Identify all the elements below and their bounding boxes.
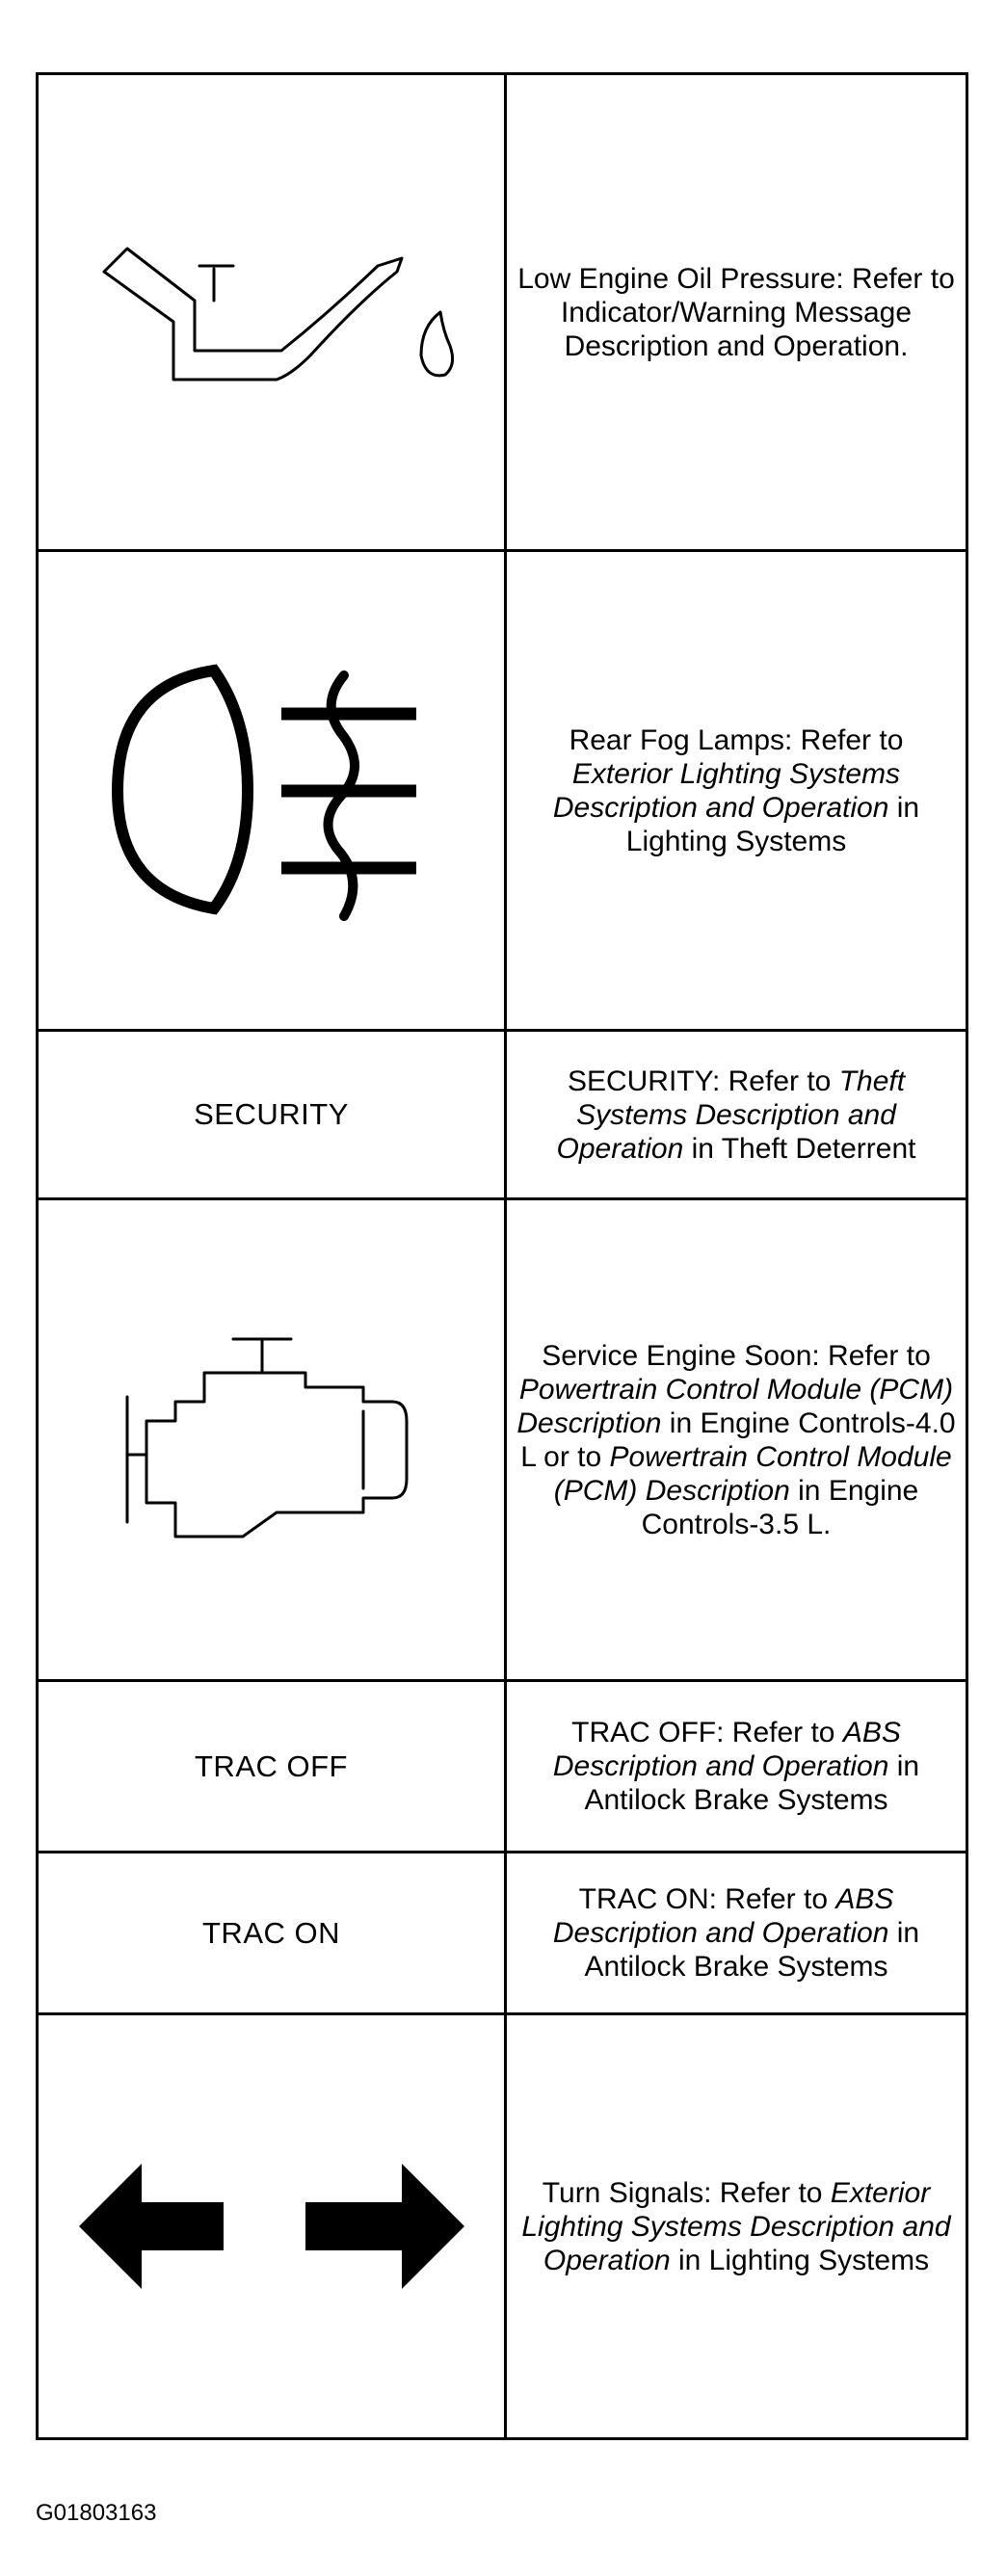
- oil-can-icon: [102, 247, 454, 381]
- table-row: TRAC OFF TRAC OFF: Refer to ABS Descript…: [39, 1682, 966, 1853]
- symbol-cell: TRAC ON: [39, 1853, 507, 2012]
- description-text: Rear Fog Lamps: Refer to Exterior Lighti…: [516, 723, 956, 858]
- left-arrow-icon: [78, 2164, 224, 2289]
- description-text: TRAC OFF: Refer to ABS Description and O…: [516, 1716, 956, 1817]
- description-fragment: in Theft Deterrent: [683, 1132, 916, 1165]
- indicator-table: Low Engine Oil Pressure: Refer to Indica…: [36, 72, 968, 2440]
- description-cell: SECURITY: Refer to Theft Systems Descrip…: [507, 1032, 966, 1197]
- description-cell: Service Engine Soon: Refer to Powertrain…: [507, 1200, 966, 1679]
- description-text: Low Engine Oil Pressure: Refer to Indica…: [516, 262, 956, 363]
- description-text: TRAC ON: Refer to ABS Description and Op…: [516, 1882, 956, 1984]
- reference-title: Powertrain Control Module (PCM) Descript…: [516, 1373, 954, 1439]
- rear-fog-lamp-icon: [111, 664, 416, 921]
- description-fragment: SECURITY: Refer to: [567, 1065, 839, 1097]
- description-fragment: Low Engine Oil Pressure: Refer to Indica…: [517, 262, 955, 362]
- trac-on-label: TRAC ON: [202, 1915, 340, 1950]
- reference-title: ABS Description and Operation: [552, 1717, 901, 1782]
- symbol-cell: [39, 1200, 507, 1679]
- description-cell: Low Engine Oil Pressure: Refer to Indica…: [507, 75, 966, 549]
- description-fragment: in Engine Controls-4.0 L or to: [520, 1406, 956, 1473]
- table-row: Service Engine Soon: Refer to Powertrain…: [39, 1200, 966, 1682]
- reference-title: Exterior Lighting Systems Description an…: [552, 757, 901, 824]
- figure-code: G01803163: [36, 2500, 157, 2526]
- description-text: Service Engine Soon: Refer to Powertrain…: [516, 1339, 956, 1541]
- description-cell: TRAC ON: Refer to ABS Description and Op…: [507, 1853, 966, 2012]
- table-row: Turn Signals: Refer to Exterior Lighting…: [39, 2015, 966, 2437]
- description-fragment: in Lighting Systems: [670, 2244, 930, 2276]
- description-fragment: in Antilock Brake Systems: [584, 1750, 920, 1816]
- symbol-cell: [39, 552, 507, 1029]
- reference-title: ABS Description and Operation: [552, 1883, 894, 1949]
- trac-off-label: TRAC OFF: [195, 1748, 348, 1783]
- table-row: Low Engine Oil Pressure: Refer to Indica…: [39, 75, 966, 552]
- symbol-cell: [39, 2015, 507, 2437]
- description-fragment: Turn Signals: Refer to: [542, 2176, 831, 2209]
- reference-title: Theft Systems Description and Operation: [556, 1065, 906, 1165]
- turn-signal-arrows-icon: [78, 2164, 464, 2289]
- description-text: Turn Signals: Refer to Exterior Lighting…: [516, 2176, 956, 2277]
- description-cell: Turn Signals: Refer to Exterior Lighting…: [507, 2015, 966, 2437]
- description-fragment: TRAC ON: Refer to: [578, 1883, 836, 1915]
- description-fragment: Service Engine Soon: Refer to: [542, 1339, 931, 1372]
- description-text: SECURITY: Refer to Theft Systems Descrip…: [516, 1065, 956, 1166]
- engine-icon: [125, 1337, 408, 1538]
- reference-title: Powertrain Control Module (PCM) Descript…: [553, 1440, 952, 1507]
- description-fragment: TRAC OFF: Refer to: [571, 1717, 843, 1748]
- security-label: SECURITY: [194, 1097, 349, 1131]
- description-cell: Rear Fog Lamps: Refer to Exterior Lighti…: [507, 552, 966, 1029]
- right-arrow-icon: [304, 2164, 464, 2289]
- description-fragment: in Engine Controls-3.5 L.: [641, 1474, 919, 1540]
- description-cell: TRAC OFF: Refer to ABS Description and O…: [507, 1682, 966, 1851]
- table-row: SECURITY SECURITY: Refer to Theft System…: [39, 1032, 966, 1200]
- symbol-cell: TRAC OFF: [39, 1682, 507, 1851]
- description-fragment: in Antilock Brake Systems: [584, 1917, 920, 1983]
- reference-title: Exterior Lighting Systems Description an…: [521, 2176, 951, 2276]
- table-row: TRAC ON TRAC ON: Refer to ABS Descriptio…: [39, 1853, 966, 2015]
- description-fragment: Rear Fog Lamps: Refer to: [569, 723, 904, 756]
- table-row: Rear Fog Lamps: Refer to Exterior Lighti…: [39, 552, 966, 1032]
- symbol-cell: SECURITY: [39, 1032, 507, 1197]
- description-fragment: in Lighting Systems: [625, 791, 920, 857]
- symbol-cell: [39, 75, 507, 549]
